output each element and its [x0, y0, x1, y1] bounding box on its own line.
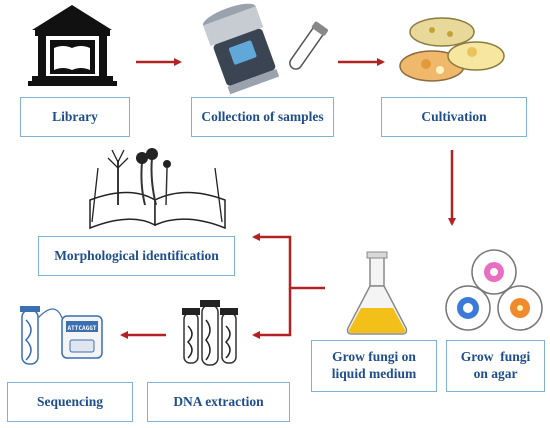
book-fungi-icon: [89, 148, 226, 230]
sequencing-label: Sequencing: [36, 393, 104, 409]
sequencer-screen-text: ATTCAGGT: [68, 325, 97, 332]
arrow-grow-to-dna: [252, 288, 292, 339]
flask-icon: [346, 251, 408, 335]
library-icon: [28, 5, 117, 86]
petri-dishes-icon: [399, 17, 505, 82]
library-label: Library: [52, 108, 98, 124]
dna-extraction-box: DNA extraction: [147, 382, 290, 422]
grow-liquid-box: Grow fungi on liquid medium: [311, 340, 437, 392]
grow-liquid-label-line2: liquid medium: [331, 366, 417, 381]
collection-label: Collection of samples: [201, 108, 324, 124]
sequencing-box: Sequencing: [7, 382, 133, 422]
collection-box: Collection of samples: [191, 97, 334, 137]
agar-plates-icon: [445, 249, 543, 331]
grow-agar-box: Grow fungi on agar: [446, 340, 545, 392]
library-box: Library: [20, 97, 130, 137]
morphological-label: Morphological identification: [54, 247, 219, 263]
arrow-grow-to-morphological: [252, 233, 325, 290]
sequencing-tube-icon: [20, 306, 63, 365]
grow-liquid-label-line1: Grow fungi on: [332, 349, 416, 365]
test-tube-icon: [289, 21, 328, 70]
dna-extraction-label: DNA extraction: [173, 393, 264, 409]
sequencer-device-icon: [61, 315, 103, 359]
air-sampler-icon: [202, 3, 280, 95]
cultivation-box: Cultivation: [381, 97, 527, 137]
cultivation-label: Cultivation: [421, 108, 487, 124]
morphological-box: Morphological identification: [38, 236, 235, 276]
grow-agar-label-line2: on agar: [473, 366, 518, 381]
grow-agar-label-line1: Grow fungi: [460, 349, 531, 365]
dna-tubes-icon: [182, 300, 238, 366]
